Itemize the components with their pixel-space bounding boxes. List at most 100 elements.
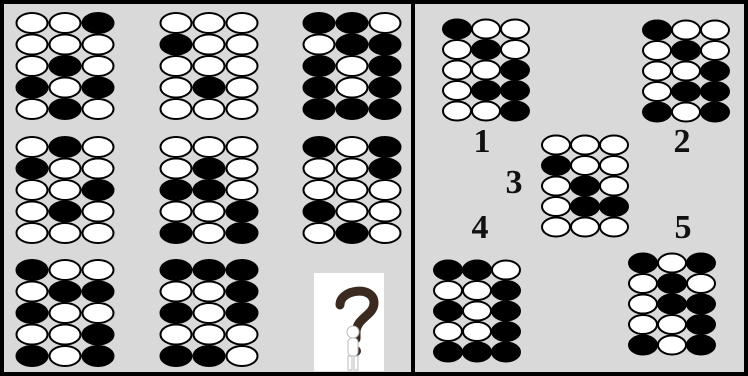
filled-circle	[501, 61, 529, 80]
empty-circle	[658, 336, 686, 355]
filled-circle	[161, 180, 192, 200]
empty-circle	[304, 180, 335, 200]
filled-circle	[194, 346, 225, 366]
empty-circle	[542, 136, 570, 155]
filled-circle	[50, 137, 81, 157]
empty-circle	[492, 261, 520, 280]
filled-circle	[542, 156, 570, 175]
empty-circle	[17, 13, 48, 33]
filled-circle	[687, 336, 715, 355]
empty-circle	[370, 202, 401, 222]
empty-circle	[227, 159, 258, 179]
empty-circle	[227, 13, 258, 33]
empty-circle	[658, 315, 686, 334]
empty-circle	[83, 35, 114, 55]
filled-circle	[434, 261, 462, 280]
empty-circle	[337, 137, 368, 157]
empty-circle	[83, 303, 114, 323]
empty-circle	[83, 137, 114, 157]
filled-circle	[370, 35, 401, 55]
empty-circle	[472, 102, 500, 121]
empty-circle	[50, 180, 81, 200]
empty-circle	[337, 78, 368, 98]
filled-circle	[472, 81, 500, 100]
filled-circle	[492, 343, 520, 362]
matrix-cell-5	[161, 137, 258, 243]
filled-circle	[17, 260, 48, 280]
empty-circle	[17, 180, 48, 200]
empty-circle	[17, 282, 48, 302]
empty-circle	[370, 180, 401, 200]
filled-circle	[194, 260, 225, 280]
filled-circle	[672, 41, 700, 60]
empty-circle	[227, 325, 258, 345]
matrix-cell-6	[304, 137, 401, 243]
empty-circle	[443, 102, 471, 121]
filled-circle	[194, 78, 225, 98]
answer-options	[434, 20, 729, 362]
filled-circle	[50, 282, 81, 302]
filled-circle	[83, 13, 114, 33]
filled-circle	[161, 303, 192, 323]
filled-circle	[463, 343, 491, 362]
option-5-label[interactable]: 5	[675, 209, 692, 246]
filled-circle	[227, 223, 258, 243]
empty-circle	[17, 223, 48, 243]
empty-circle	[370, 223, 401, 243]
empty-circle	[643, 41, 671, 60]
empty-circle	[443, 40, 471, 59]
empty-circle	[600, 177, 628, 196]
option-2-label[interactable]: 2	[674, 123, 691, 160]
filled-circle	[492, 281, 520, 300]
empty-circle	[434, 322, 462, 341]
filled-circle	[50, 99, 81, 119]
filled-circle	[501, 81, 529, 100]
empty-circle	[337, 159, 368, 179]
empty-circle	[194, 282, 225, 302]
empty-circle	[472, 20, 500, 39]
empty-circle	[304, 223, 335, 243]
filled-circle	[701, 82, 729, 101]
empty-circle	[542, 218, 570, 237]
option-4-label[interactable]: 4	[472, 209, 489, 246]
option-5-grid	[629, 254, 715, 355]
filled-circle	[658, 295, 686, 314]
matrix-cell-3	[304, 13, 401, 119]
empty-circle	[50, 78, 81, 98]
option-3-grid	[542, 136, 628, 237]
empty-circle	[194, 13, 225, 33]
empty-circle	[672, 103, 700, 122]
empty-circle	[161, 202, 192, 222]
filled-circle	[227, 260, 258, 280]
filled-circle	[571, 197, 599, 216]
filled-circle	[658, 274, 686, 293]
matrix-cell-2	[161, 13, 258, 119]
filled-circle	[492, 302, 520, 321]
filled-circle	[443, 20, 471, 39]
empty-circle	[194, 202, 225, 222]
empty-circle	[83, 159, 114, 179]
matrix-cell-7	[17, 260, 114, 366]
empty-circle	[701, 21, 729, 40]
option-1-grid	[443, 20, 529, 121]
filled-circle	[672, 82, 700, 101]
matrix-cell-8	[161, 260, 258, 366]
empty-circle	[463, 322, 491, 341]
filled-circle	[687, 254, 715, 273]
filled-circle	[194, 180, 225, 200]
empty-circle	[658, 254, 686, 273]
filled-circle	[337, 99, 368, 119]
filled-circle	[571, 177, 599, 196]
option-1-label[interactable]: 1	[474, 123, 491, 160]
empty-circle	[501, 40, 529, 59]
filled-circle	[227, 303, 258, 323]
empty-circle	[50, 325, 81, 345]
empty-circle	[687, 274, 715, 293]
option-3-label[interactable]: 3	[506, 164, 523, 201]
empty-circle	[542, 177, 570, 196]
empty-circle	[443, 61, 471, 80]
empty-circle	[629, 274, 657, 293]
empty-circle	[161, 99, 192, 119]
empty-circle	[194, 137, 225, 157]
